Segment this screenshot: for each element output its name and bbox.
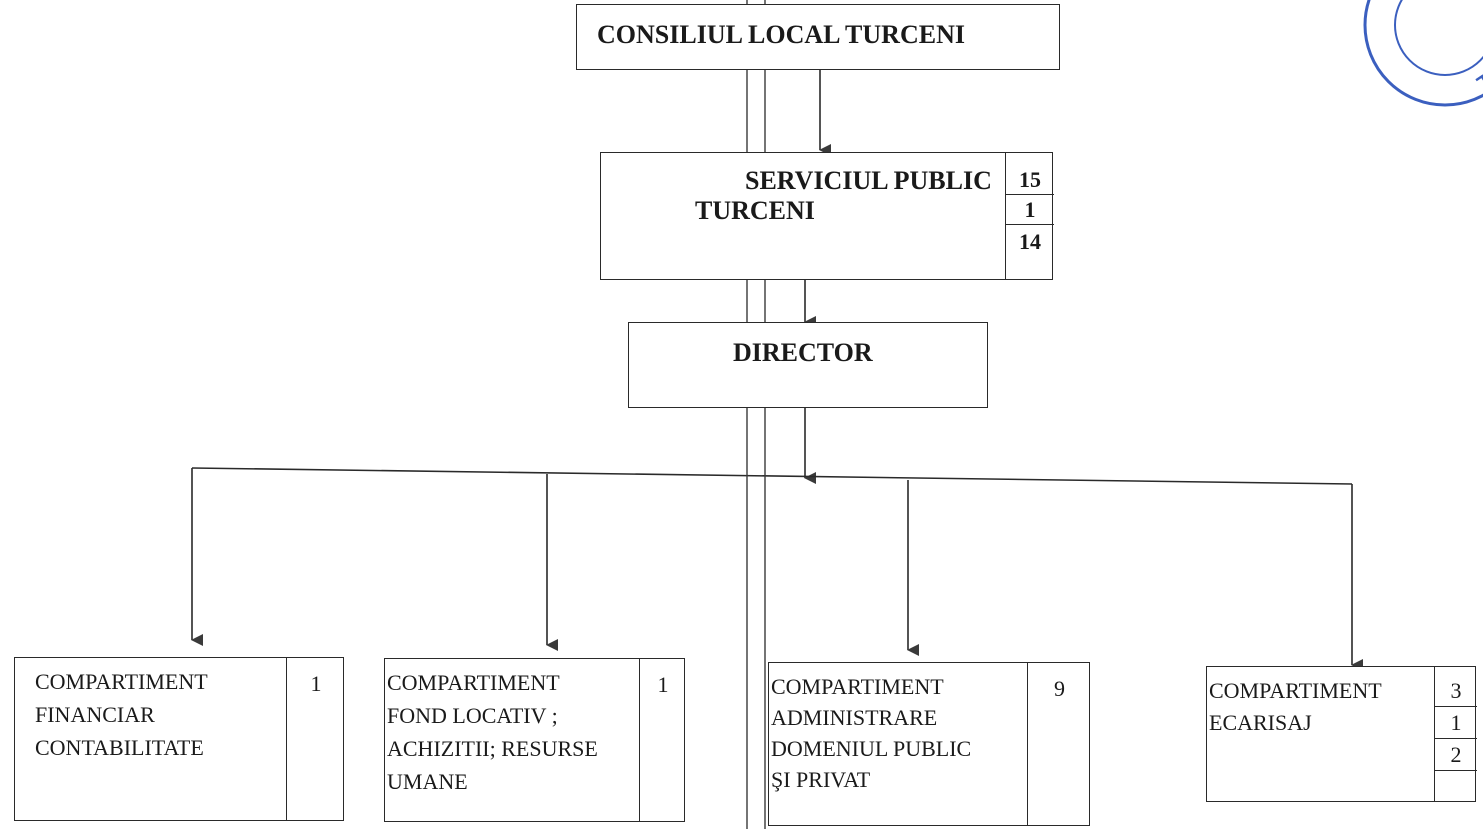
service-title-line1: SERVICIUL PUBLIC (745, 166, 992, 195)
compartment-financiar-count: 1 (310, 671, 322, 696)
compartment-domeniul-public-box: COMPARTIMENT ADMINISTRARE DOMENIUL PUBLI… (768, 662, 1090, 826)
compartment-domeniul-public-count-cell: 9 (1027, 662, 1091, 826)
compartment-fond-locativ-line4: UMANE (387, 769, 468, 794)
service-title-line2: TURCENI (695, 196, 815, 225)
compartment-financiar-line2: FINANCIAR (35, 702, 155, 727)
director-box: DIRECTOR (628, 322, 988, 408)
compartment-financiar-box: COMPARTIMENT FINANCIAR CONTABILITATE 1 (14, 657, 344, 821)
service-count-management: 1 (1006, 196, 1054, 225)
compartment-ecarisaj-count-staff: 2 (1435, 740, 1477, 771)
compartment-fond-locativ-box: COMPARTIMENT FOND LOCATIV ; ACHIZITII; R… (384, 658, 685, 822)
service-box: SERVICIUL PUBLIC TURCENI 15 1 14 (600, 152, 1054, 280)
compartment-financiar-count-cell: 1 (286, 657, 345, 821)
compartment-ecarisaj-count-column: 3 1 2 (1434, 666, 1477, 802)
compartment-domeniul-public-count: 9 (1054, 676, 1065, 701)
compartment-domeniul-public-line4: ŞI PRIVAT (771, 767, 871, 792)
service-count-staff: 14 (1019, 229, 1041, 254)
council-box: CONSILIUL LOCAL TURCENI (576, 4, 1060, 70)
compartment-fond-locativ-line2: FOND LOCATIV ; (387, 703, 558, 728)
compartment-fond-locativ-line1: COMPARTIMENT (387, 670, 560, 695)
compartment-fond-locativ-count-cell: 1 (639, 658, 686, 822)
compartment-ecarisaj-line1: COMPARTIMENT (1209, 678, 1382, 703)
service-count-column: 15 1 14 (1005, 152, 1054, 280)
council-title: CONSILIUL LOCAL TURCENI (597, 20, 965, 49)
service-count-total: 15 (1006, 166, 1054, 195)
compartment-ecarisaj-box: COMPARTIMENT ECARISAJ 3 1 2 (1206, 666, 1477, 802)
compartment-fond-locativ-count: 1 (657, 672, 669, 697)
official-stamp-seal: Judeţul GORJ CONSILIUL (1363, 0, 1483, 107)
compartment-domeniul-public-line1: COMPARTIMENT (771, 674, 944, 699)
compartment-domeniul-public-line2: ADMINISTRARE (771, 705, 938, 730)
compartment-fond-locativ-line3: ACHIZITII; RESURSE (387, 736, 598, 761)
svg-text:Judeţul GORJ CONSILIUL: Judeţul GORJ CONSILIUL (1377, 0, 1483, 92)
compartment-domeniul-public-line3: DOMENIUL PUBLIC (771, 736, 972, 761)
director-title: DIRECTOR (733, 338, 873, 367)
compartment-ecarisaj-count-management: 1 (1435, 708, 1477, 739)
compartment-financiar-line1: COMPARTIMENT (35, 669, 208, 694)
compartment-ecarisaj-count-total: 3 (1435, 676, 1477, 707)
compartment-ecarisaj-line2: ECARISAJ (1209, 710, 1312, 735)
compartment-financiar-line3: CONTABILITATE (35, 735, 204, 760)
